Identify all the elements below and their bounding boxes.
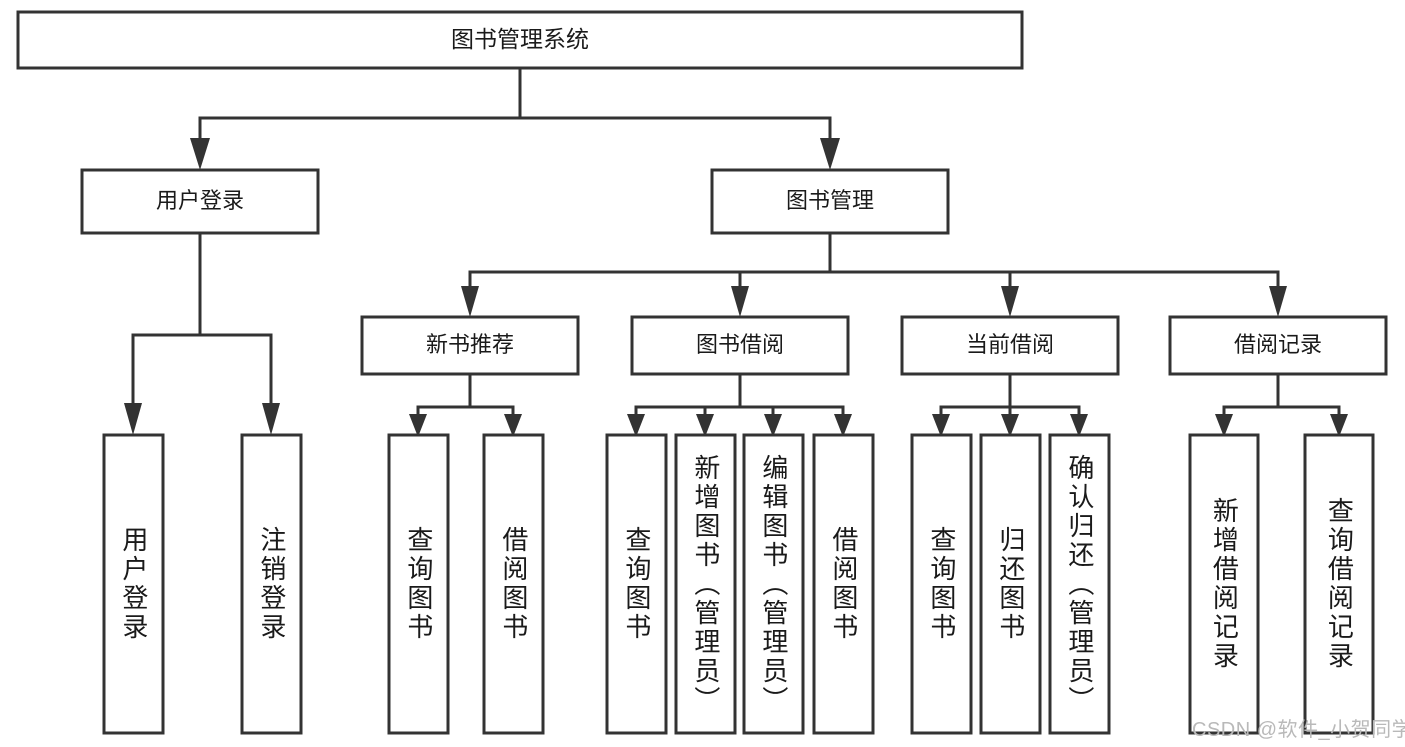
connector-group-current-borrow-to-leaves — [932, 372, 1088, 437]
connector-group-root-to-level2 — [190, 66, 840, 170]
node-borrow-record-label: 借阅记录 — [1234, 332, 1322, 357]
arrow-head-leaf-add-record — [1215, 414, 1233, 437]
node-root[interactable]: 图书管理系统 — [16, 10, 1024, 70]
node-new-book-rec-box[interactable] — [360, 315, 580, 376]
leaf-box-query-record[interactable] — [1303, 433, 1375, 735]
leaf-box-add-book[interactable] — [674, 433, 737, 735]
connector-group-book-borrow-to-leaves — [627, 372, 852, 437]
leaf-box-borrow-book-1[interactable] — [482, 433, 545, 735]
leaf-box-user-logout[interactable] — [240, 433, 303, 735]
arrow-head-current-borrow — [1001, 286, 1019, 317]
arrow-head-user-login — [190, 138, 210, 170]
leaf-box-query-book-3[interactable] — [910, 433, 973, 735]
node-book-borrow-box[interactable] — [630, 315, 850, 376]
node-book-manage[interactable]: 图书管理 — [710, 168, 950, 235]
connector-group-user-login-to-leaves — [124, 231, 280, 435]
arrow-head-leaf-borrow-book-1 — [504, 414, 522, 437]
arrow-head-leaf-borrow-book-2 — [834, 414, 852, 437]
leaf-boxes-new-book-rec — [387, 433, 545, 735]
arrow-head-book-manage — [820, 138, 840, 170]
leaf-box-return-book[interactable] — [979, 433, 1042, 735]
connector-group-new-book-rec-to-leaves — [409, 372, 522, 437]
node-new-book-rec[interactable]: 新书推荐 — [360, 315, 580, 376]
node-book-borrow-label: 图书借阅 — [696, 332, 784, 357]
node-book-manage-box[interactable] — [710, 168, 950, 235]
node-root-label: 图书管理系统 — [451, 26, 589, 52]
leaf-boxes-borrow-record — [1188, 433, 1375, 735]
node-root-box[interactable] — [16, 10, 1024, 70]
node-borrow-record-box[interactable] — [1168, 315, 1388, 376]
arrow-head-leaf-return-book — [1001, 414, 1019, 437]
arrow-head-leaf-add-book — [696, 414, 714, 437]
leaf-box-add-record[interactable] — [1188, 433, 1260, 735]
arrow-head-leaf-confirm-return — [1070, 414, 1088, 437]
leaf-box-edit-book[interactable] — [742, 433, 805, 735]
connector-group-borrow-record-to-leaves — [1215, 372, 1348, 437]
arrow-head-borrow-record — [1269, 286, 1287, 317]
node-current-borrow[interactable]: 当前借阅 — [900, 315, 1120, 376]
node-borrow-record[interactable]: 借阅记录 — [1168, 315, 1388, 376]
arrow-head-leaf-edit-book — [764, 414, 782, 437]
arrow-head-leaf-query-book-1 — [409, 414, 427, 437]
arrow-head-leaf-query-book-2 — [627, 414, 645, 437]
node-book-manage-label: 图书管理 — [786, 188, 874, 213]
csdn-watermark: CSDN @软件_小贺同学 — [1192, 719, 1405, 741]
leaf-box-query-book-1[interactable] — [387, 433, 450, 735]
arrow-head-new-book-rec — [461, 286, 479, 317]
leaf-boxes-book-borrow — [605, 433, 875, 735]
leaf-box-user-login[interactable] — [102, 433, 165, 735]
leaf-box-borrow-book-2[interactable] — [812, 433, 875, 735]
leaf-box-confirm-return[interactable] — [1048, 433, 1111, 735]
arrow-head-leaf-query-book-3 — [932, 414, 950, 437]
node-user-login[interactable]: 用户登录 — [80, 168, 320, 235]
node-user-login-box[interactable] — [80, 168, 320, 235]
arrow-head-book-borrow — [731, 286, 749, 317]
arrow-head-leaf-user-logout — [262, 403, 280, 435]
node-new-book-rec-label: 新书推荐 — [426, 332, 514, 357]
arrow-head-leaf-user-login — [124, 403, 142, 435]
node-current-borrow-label: 当前借阅 — [966, 332, 1054, 357]
node-current-borrow-box[interactable] — [900, 315, 1120, 376]
leaf-box-query-book-2[interactable] — [605, 433, 668, 735]
leaf-boxes-user-login — [102, 433, 303, 735]
node-user-login-label: 用户登录 — [156, 188, 244, 213]
connector-group-book-manage-to-level3 — [461, 231, 1287, 317]
arrow-head-leaf-query-record — [1330, 414, 1348, 437]
node-book-borrow[interactable]: 图书借阅 — [630, 315, 850, 376]
leaf-boxes-current-borrow — [910, 433, 1111, 735]
